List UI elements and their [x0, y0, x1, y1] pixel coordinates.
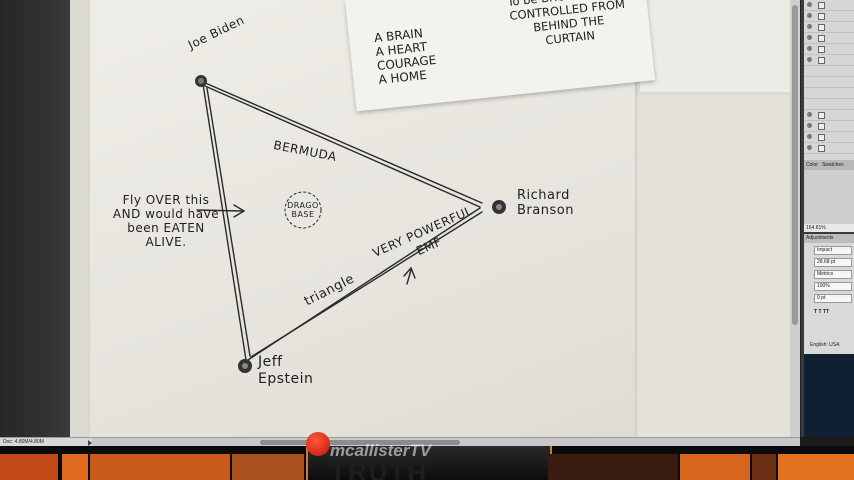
layer-row[interactable]	[804, 132, 854, 143]
channel-watermark: mcallisterTV	[330, 441, 432, 460]
node-dots	[195, 75, 506, 373]
eye-icon[interactable]	[807, 13, 812, 18]
language-select[interactable]: English: USA	[810, 342, 840, 348]
layer-row[interactable]	[804, 22, 854, 33]
banner-block	[680, 454, 750, 480]
checkbox-icon[interactable]	[818, 46, 825, 53]
paper-sheet-corner	[640, 0, 790, 92]
note-outcome: To be BROKEN THEN CONTROLLED FROM BEHIND…	[506, 0, 626, 48]
panel-background	[804, 354, 854, 437]
banner-block	[778, 454, 854, 480]
swatch-panel[interactable]	[804, 170, 854, 226]
workspace-background	[0, 0, 70, 437]
edge-top	[202, 81, 483, 204]
tab-color[interactable]: Color	[806, 162, 818, 168]
tab-swatches[interactable]: Swatches	[821, 162, 844, 168]
vertical-scrollbar[interactable]	[790, 0, 800, 437]
node-label-branson: Richard Branson	[517, 188, 574, 218]
eye-icon[interactable]	[807, 145, 812, 150]
eye-icon[interactable]	[807, 2, 812, 7]
eye-icon[interactable]	[807, 123, 812, 128]
banner-block	[548, 454, 678, 480]
checkbox-icon[interactable]	[818, 2, 825, 9]
eye-icon[interactable]	[807, 134, 812, 139]
character-panel[interactable]: Adjustments Impact 28.68 pt Metrics 100%…	[804, 234, 854, 354]
drago-circle	[284, 191, 322, 229]
node-label-epstein: Jeff Epstein	[258, 354, 314, 387]
tab-adjustments[interactable]: Adjustments	[804, 234, 854, 243]
layer-row[interactable]	[804, 99, 854, 110]
layer-row[interactable]	[804, 66, 854, 77]
banner-block	[752, 454, 776, 480]
play-arrow-icon[interactable]	[88, 440, 92, 446]
banner-block	[90, 454, 230, 480]
channel-logo-icon	[306, 432, 330, 456]
doc-info[interactable]: Doc: 4.80M/4.80M	[0, 438, 92, 447]
fly-over-note: Fly OVER this AND would have been EATEN …	[112, 193, 220, 249]
checkbox-icon[interactable]	[818, 24, 825, 31]
checkbox-icon[interactable]	[818, 13, 825, 20]
checkbox-icon[interactable]	[818, 57, 825, 64]
layer-row[interactable]	[804, 121, 854, 132]
layer-row[interactable]	[804, 0, 854, 11]
layers-panel[interactable]	[804, 0, 854, 160]
font-family-field[interactable]: Impact	[814, 246, 852, 255]
eye-icon[interactable]	[807, 46, 812, 51]
layer-row[interactable]	[804, 11, 854, 22]
eye-icon[interactable]	[807, 112, 812, 117]
font-size-field[interactable]: 28.68 pt	[814, 258, 852, 267]
status-bar: Doc: 4.80M/4.80M	[0, 437, 800, 447]
scale-field[interactable]: 100%	[814, 282, 852, 291]
horizontal-scroll-thumb[interactable]	[260, 440, 460, 445]
layer-row[interactable]	[804, 33, 854, 44]
banner-block	[62, 454, 88, 480]
vertical-scroll-thumb[interactable]	[792, 5, 798, 325]
eye-icon[interactable]	[807, 24, 812, 29]
banner-center-panel	[306, 446, 552, 480]
checkbox-icon[interactable]	[818, 112, 825, 119]
layer-row[interactable]	[804, 77, 854, 88]
document-canvas[interactable]: Joe Biden Richard Branson Jeff Epstein B…	[70, 0, 790, 437]
baseline-field[interactable]: 0 pt	[814, 294, 852, 303]
layer-row[interactable]	[804, 55, 854, 66]
banner-block	[0, 454, 58, 480]
eye-icon[interactable]	[807, 35, 812, 40]
checkbox-icon[interactable]	[818, 35, 825, 42]
checkbox-icon[interactable]	[818, 134, 825, 141]
layer-row[interactable]	[804, 143, 854, 154]
type-style-buttons[interactable]: T T TT	[814, 309, 829, 315]
triangle-drawing	[195, 75, 506, 373]
kerning-field[interactable]: Metrics	[814, 270, 852, 279]
fly-arrow	[196, 209, 243, 212]
broadcast-banner: TRUTH	[0, 446, 854, 480]
banner-title: TRUTH	[330, 457, 429, 480]
edge-left	[202, 83, 247, 361]
zoom-level[interactable]: 164.81%	[804, 224, 854, 232]
eye-icon[interactable]	[807, 57, 812, 62]
banner-block	[232, 454, 304, 480]
drago-base-label: DRAGO BASE	[287, 201, 319, 219]
layer-row[interactable]	[804, 44, 854, 55]
note-list: A BRAIN A HEART COURAGE A HOME	[373, 25, 438, 87]
checkbox-icon[interactable]	[818, 123, 825, 130]
emf-arrow	[406, 269, 412, 285]
layer-row[interactable]	[804, 88, 854, 99]
checkbox-icon[interactable]	[818, 145, 825, 152]
layer-row[interactable]	[804, 110, 854, 121]
